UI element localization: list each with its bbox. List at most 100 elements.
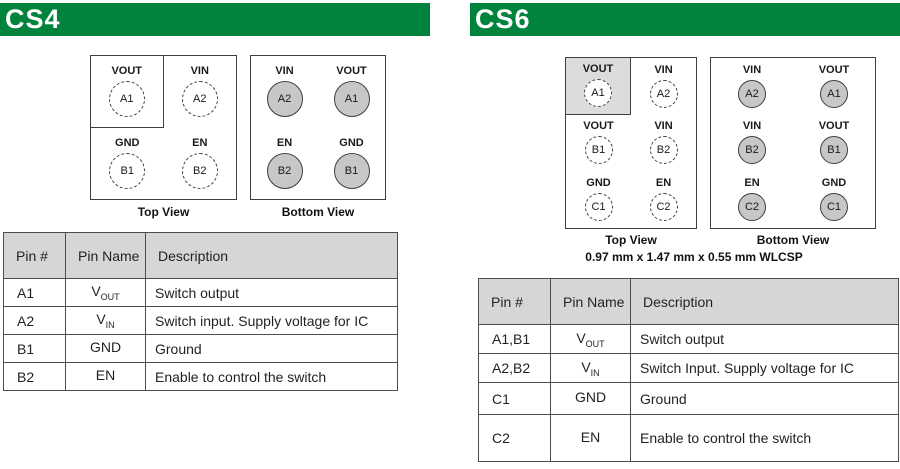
cs6-top-pin-cell-b1: VOUT B1 bbox=[566, 115, 631, 172]
pin-ball-c2: C2 bbox=[649, 193, 678, 222]
pin-ball-c1: C1 bbox=[584, 193, 613, 222]
pin-name-base: GND bbox=[89, 339, 122, 356]
cs6-bottom-pin-cell-a1: VOUT A1 bbox=[793, 58, 875, 115]
table-row: C2 EN Enable to control the switch bbox=[478, 414, 899, 462]
cs4-top-pin-cell-a2: VIN A2 bbox=[164, 56, 237, 128]
cs4-top-pin-cell-b2: EN B2 bbox=[164, 128, 237, 200]
table-row: A1,B1 VOUT Switch output bbox=[478, 324, 899, 354]
pin-name-cell: GND bbox=[550, 382, 631, 415]
pin-function-label: GND bbox=[115, 136, 140, 149]
pin-description-cell: Switch output bbox=[630, 324, 899, 354]
cs6-bottom-pin-cell-b1: VOUT B1 bbox=[793, 115, 875, 172]
pin-function-label: VIN bbox=[742, 63, 762, 76]
pin-number-cell: B2 bbox=[3, 362, 66, 391]
pin-name-cell: VOUT bbox=[550, 324, 631, 354]
pin-ball-b1: B1 bbox=[584, 136, 613, 165]
pin-name-base: V bbox=[96, 311, 106, 328]
pin-ball-b2: B2 bbox=[738, 136, 766, 165]
pin-function-label: GND bbox=[339, 136, 364, 149]
pin-description-cell: Ground bbox=[145, 334, 398, 363]
cs6-bottom-view-caption: Bottom View bbox=[756, 233, 830, 247]
pin-description-cell: Ground bbox=[630, 382, 899, 415]
cs6-bottom-pin-cell-c2: EN C2 bbox=[711, 171, 793, 228]
column-header-pin-name: Pin Name bbox=[550, 278, 631, 325]
pin-function-label: EN bbox=[655, 177, 672, 190]
cs6-top-pin-cell-a2: VIN A2 bbox=[631, 58, 696, 115]
pin-name-cell: GND bbox=[65, 334, 146, 363]
pin-function-label: VIN bbox=[190, 65, 209, 78]
pin-number-cell: C1 bbox=[478, 382, 551, 415]
cs4-bottom-view-package: VIN A2 VOUT A1 EN B2 GND B1 bbox=[250, 55, 386, 200]
pin-name-subscript: OUT bbox=[100, 291, 120, 302]
pin-description-cell: Switch output bbox=[145, 278, 398, 307]
table-row: B1 GND Ground bbox=[3, 334, 398, 363]
cs4-top-pin-cell-b1: GND B1 bbox=[91, 128, 164, 200]
cs6-section-header: CS6 bbox=[470, 3, 900, 36]
pin-name-cell: VIN bbox=[550, 353, 631, 383]
pin-name-cell: VIN bbox=[65, 306, 146, 335]
cs6-top-view-caption: Top View bbox=[605, 233, 657, 247]
pin-function-label: VOUT bbox=[111, 64, 143, 77]
table-row: B2 EN Enable to control the switch bbox=[3, 362, 398, 391]
cs6-top-view-grid: VOUT A1 VIN A2 VOUT B1 VIN B2 GND C1 EN … bbox=[566, 58, 696, 228]
cs6-bottom-view-package: VIN A2 VOUT A1 VIN B2 VOUT B1 EN C2 GND … bbox=[710, 57, 876, 229]
pin-description-cell: Enable to control the switch bbox=[630, 414, 899, 462]
pin-ball-b2: B2 bbox=[266, 152, 303, 189]
pin-name-base: V bbox=[581, 358, 591, 375]
pin-function-label: VIN bbox=[742, 120, 762, 133]
pin-number-cell: C2 bbox=[478, 414, 551, 462]
pin-function-label: VOUT bbox=[818, 63, 850, 76]
pin-description-cell: Switch input. Supply voltage for IC bbox=[145, 306, 398, 335]
pin-name-cell: EN bbox=[65, 362, 146, 391]
pin-function-label: VOUT bbox=[583, 120, 614, 133]
pin-name-base: V bbox=[91, 283, 101, 300]
pin-function-label: VIN bbox=[654, 120, 673, 133]
pin-ball-a2: A2 bbox=[649, 79, 678, 108]
cs6-bottom-pin-cell-a2: VIN A2 bbox=[711, 58, 793, 115]
pin-function-label: GND bbox=[586, 177, 611, 190]
column-header-pin-number: Pin # bbox=[3, 232, 66, 279]
cs4-bottom-pin-cell-b2: EN B2 bbox=[251, 128, 318, 200]
cs4-top-view-package: VOUT A1 VIN A2 GND B1 EN B2 bbox=[90, 55, 237, 200]
pin-number-cell: A2,B2 bbox=[478, 353, 551, 383]
cs6-bottom-pin-cell-b2: VIN B2 bbox=[711, 115, 793, 172]
pin-function-label: VIN bbox=[275, 65, 294, 78]
pin-ball-a1: A1 bbox=[333, 81, 370, 118]
pin-description-cell: Enable to control the switch bbox=[145, 362, 398, 391]
pin-number-cell: A1 bbox=[3, 278, 66, 307]
cs4-pin-table: Pin # Pin Name Description A1 VOUT Switc… bbox=[3, 232, 398, 391]
pin-name-base: EN bbox=[580, 428, 601, 445]
column-header-pin-name: Pin Name bbox=[65, 232, 146, 279]
pin-name-base: V bbox=[576, 329, 586, 346]
cs4-title: CS4 bbox=[5, 4, 61, 34]
cs6-bottom-view-grid: VIN A2 VOUT A1 VIN B2 VOUT B1 EN C2 GND … bbox=[711, 58, 875, 228]
pin-function-label: GND bbox=[821, 177, 847, 190]
table-row: C1 GND Ground bbox=[478, 382, 899, 415]
pin-function-label: EN bbox=[276, 136, 293, 149]
cs6-top-pin-cell-c1: GND C1 bbox=[566, 171, 631, 228]
cs4-bottom-pin-cell-a2: VIN A2 bbox=[251, 56, 318, 128]
pin-description-cell: Switch Input. Supply voltage for IC bbox=[630, 353, 899, 383]
pin-ball-a1: A1 bbox=[108, 80, 145, 117]
pin-ball-b1: B1 bbox=[109, 152, 146, 189]
pin-name-base: EN bbox=[95, 367, 116, 384]
cs6-table-header-row: Pin # Pin Name Description bbox=[478, 278, 899, 325]
cs6-top-view-package: VOUT A1 VIN A2 VOUT B1 VIN B2 GND C1 EN … bbox=[565, 57, 697, 229]
cs4-bottom-view-caption: Bottom View bbox=[281, 205, 355, 219]
pin-function-label: VOUT bbox=[336, 65, 367, 78]
pin-function-label: VIN bbox=[654, 63, 673, 76]
cs6-title: CS6 bbox=[475, 4, 531, 34]
cs4-bottom-pin-cell-a1: VOUT A1 bbox=[318, 56, 385, 128]
pin-number-cell: B1 bbox=[3, 334, 66, 363]
column-header-description: Description bbox=[630, 278, 899, 325]
column-header-description: Description bbox=[145, 232, 398, 279]
pin-ball-b1: B1 bbox=[333, 152, 370, 189]
cs4-top-pin-cell-a1: VOUT A1 bbox=[91, 56, 164, 128]
cs6-top-pin-cell-a1: VOUT A1 bbox=[566, 58, 631, 115]
pin-number-cell: A2 bbox=[3, 306, 66, 335]
pin-name-base: GND bbox=[574, 389, 607, 406]
pin-function-label: VOUT bbox=[582, 63, 614, 76]
pin-ball-a1: A1 bbox=[820, 79, 848, 108]
pin-ball-a2: A2 bbox=[738, 79, 766, 108]
